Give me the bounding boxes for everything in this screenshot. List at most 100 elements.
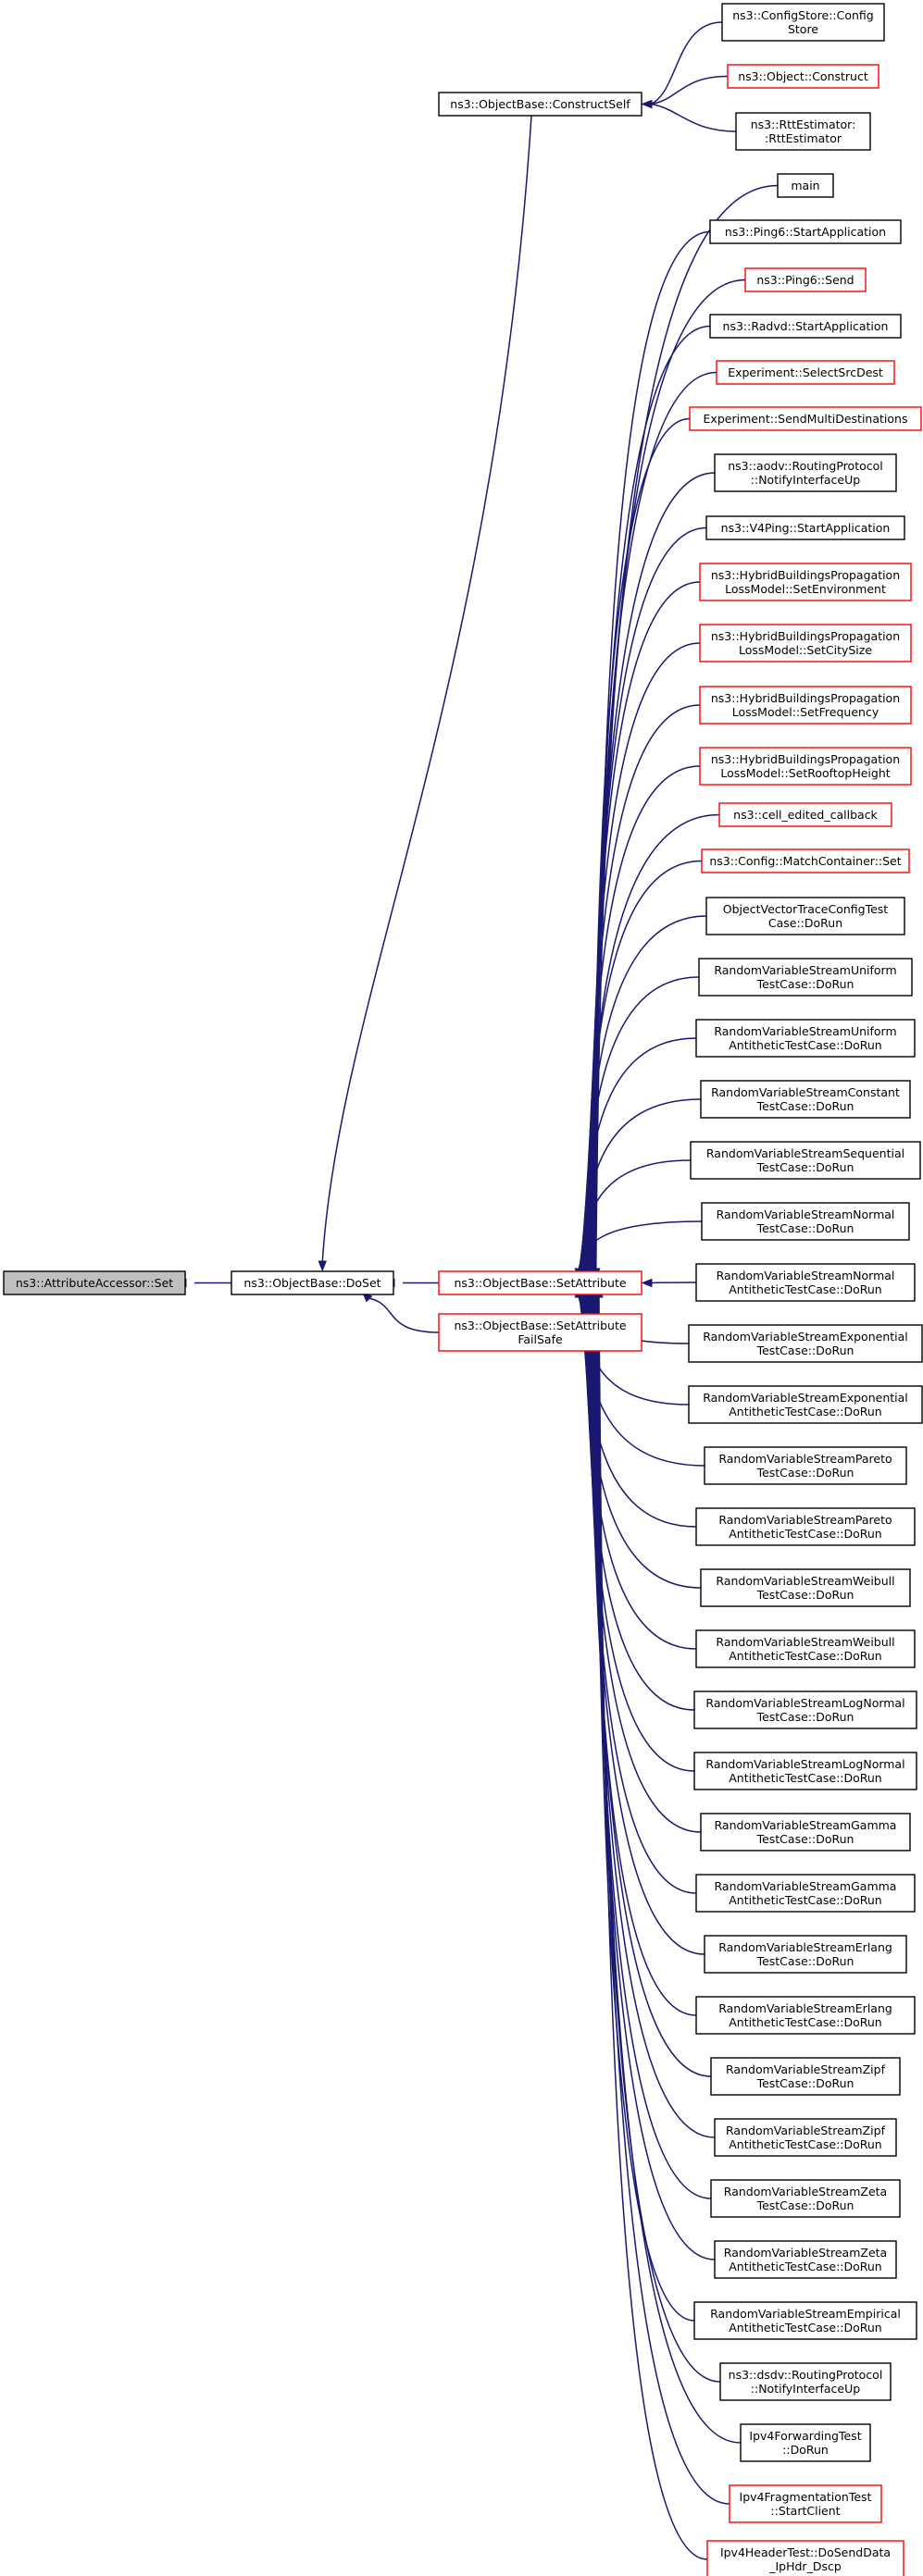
node-ns3-ping6-send[interactable]: ns3::Ping6::Send bbox=[744, 267, 867, 292]
node-label-line: RandomVariableStreamWeibull bbox=[716, 1635, 894, 1649]
node-ns3-radvd-startapplication[interactable]: ns3::Radvd::StartApplication bbox=[709, 314, 902, 339]
node-box bbox=[704, 1935, 907, 1974]
node-ns3-hybridbuildingspropagation-lossmodel-setrooftopheight[interactable]: ns3::HybridBuildingsPropagationLossModel… bbox=[699, 747, 912, 786]
node-ns3-aodv-routingprotocol-notifyinterfaceup[interactable]: ns3::aodv::RoutingProtocol::NotifyInterf… bbox=[714, 453, 897, 492]
node-label-line: AntitheticTestCase::DoRun bbox=[729, 2137, 881, 2151]
node-ns3-cell-edited-callback[interactable]: ns3::cell_edited_callback bbox=[718, 802, 892, 827]
node-ns3-objectbase-constructself[interactable]: ns3::ObjectBase::ConstructSelf bbox=[438, 92, 642, 117]
node-label-line: ns3::Ping6::StartApplication bbox=[725, 225, 886, 239]
node-label-line: ns3::AttributeAccessor::Set bbox=[16, 1276, 173, 1290]
node-box bbox=[777, 173, 834, 198]
call-edge-c18-to-setattribute bbox=[579, 1159, 692, 1270]
node-ns3-objectbase-setattribute[interactable]: ns3::ObjectBase::SetAttribute bbox=[438, 1270, 642, 1295]
node-box bbox=[688, 1324, 923, 1363]
node-ns3-objectbase-doset[interactable]: ns3::ObjectBase::DoSet bbox=[231, 1270, 394, 1295]
node-randomvariablestreamzipf-antithetictestcase-dorun[interactable]: RandomVariableStreamZipfAntitheticTestCa… bbox=[714, 2118, 897, 2157]
node-randomvariablestreamuniform-antithetictestcase-dorun[interactable]: RandomVariableStreamUniformAntitheticTes… bbox=[695, 1019, 916, 1058]
node-randomvariablestreamlognormal-antithetictestcase-dorun[interactable]: RandomVariableStreamLogNormalAntitheticT… bbox=[693, 1752, 917, 1790]
node-label-line: LossModel::SetFrequency bbox=[732, 705, 879, 719]
node-randomvariablestreamexponential-testcase-dorun[interactable]: RandomVariableStreamExponentialTestCase:… bbox=[688, 1324, 923, 1363]
node-label-line: RandomVariableStreamExponential bbox=[703, 1391, 908, 1405]
node-randomvariablestreamempirical-antithetictestcase-dorun[interactable]: RandomVariableStreamEmpiricalAntitheticT… bbox=[693, 2301, 917, 2340]
node-ns3-object-construct[interactable]: ns3::Object::Construct bbox=[727, 64, 879, 89]
node-label-line: FailSafe bbox=[518, 1332, 563, 1346]
node-ns3-ping6-startapplication[interactable]: ns3::Ping6::StartApplication bbox=[709, 219, 902, 244]
node-label-line: AntitheticTestCase::DoRun bbox=[729, 1771, 881, 1785]
node-randomvariablestreamconstant-testcase-dorun[interactable]: RandomVariableStreamConstantTestCase::Do… bbox=[700, 1080, 911, 1119]
node-randomvariablestreamlognormal-testcase-dorun[interactable]: RandomVariableStreamLogNormalTestCase::D… bbox=[693, 1690, 917, 1729]
node-box bbox=[700, 1568, 911, 1607]
node-ns3-dsdv-routingprotocol-notifyinterfaceup[interactable]: ns3::dsdv::RoutingProtocol::NotifyInterf… bbox=[719, 2362, 892, 2401]
node-randomvariablestreamerlang-testcase-dorun[interactable]: RandomVariableStreamErlangTestCase::DoRu… bbox=[704, 1935, 907, 1974]
node-label-line: main bbox=[791, 179, 819, 192]
node-randomvariablestreamuniform-testcase-dorun[interactable]: RandomVariableStreamUniformTestCase::DoR… bbox=[698, 958, 913, 997]
node-randomvariablestreampareto-antithetictestcase-dorun[interactable]: RandomVariableStreamParetoAntitheticTest… bbox=[695, 1507, 916, 1546]
node-label-line: AntitheticTestCase::DoRun bbox=[729, 1038, 881, 1052]
node-main[interactable]: main bbox=[777, 173, 834, 198]
node-label-line: ns3::HybridBuildingsPropagation bbox=[711, 752, 900, 766]
node-randomvariablestreampareto-testcase-dorun[interactable]: RandomVariableStreamParetoTestCase::DoRu… bbox=[704, 1446, 907, 1485]
node-box bbox=[700, 1813, 911, 1852]
node-ns3-hybridbuildingspropagation-lossmodel-setenvironment[interactable]: ns3::HybridBuildingsPropagationLossModel… bbox=[699, 563, 912, 601]
node-label-line: RandomVariableStreamLogNormal bbox=[705, 1757, 904, 1771]
node-ns3-v4ping-startapplication[interactable]: ns3::V4Ping::StartApplication bbox=[705, 515, 905, 540]
node-randomvariablestreamnormal-testcase-dorun[interactable]: RandomVariableStreamNormalTestCase::DoRu… bbox=[701, 1202, 910, 1241]
call-edge-c34-to-setattribute bbox=[591, 1295, 716, 2138]
node-experiment-sendmultidestinations[interactable]: Experiment::SendMultiDestinations bbox=[689, 406, 922, 431]
node-randomvariablestreamgamma-antithetictestcase-dorun[interactable]: RandomVariableStreamGammaAntitheticTestC… bbox=[695, 1874, 916, 1913]
call-edge-c32-to-setattribute bbox=[589, 1295, 697, 2016]
node-label-line: AntitheticTestCase::DoRun bbox=[729, 1282, 881, 1296]
node-label-line: LossModel::SetEnvironment bbox=[725, 582, 886, 596]
node-ipv4fragmentationtest-startclient[interactable]: Ipv4FragmentationTest::StartClient bbox=[729, 2484, 882, 2523]
node-label-line: RandomVariableStreamPareto bbox=[718, 1513, 892, 1527]
node-box bbox=[719, 2362, 892, 2401]
node-ns3-hybridbuildingspropagation-lossmodel-setfrequency[interactable]: ns3::HybridBuildingsPropagationLossModel… bbox=[699, 686, 912, 724]
node-randomvariablestreamzeta-antithetictestcase-dorun[interactable]: RandomVariableStreamZetaAntitheticTestCa… bbox=[714, 2240, 897, 2279]
node-box bbox=[714, 2118, 897, 2157]
node-label-line: AntitheticTestCase::DoRun bbox=[729, 2015, 881, 2029]
call-edge-c35-to-setattribute bbox=[592, 1295, 712, 2199]
call-edge-objectconstruct-to-constructself bbox=[650, 75, 729, 105]
node-box bbox=[699, 686, 912, 724]
node-experiment-selectsrcdest[interactable]: Experiment::SelectSrcDest bbox=[716, 360, 895, 385]
node-randomvariablestreamexponential-antithetictestcase-dorun[interactable]: RandomVariableStreamExponentialAntitheti… bbox=[688, 1385, 923, 1424]
node-label-line: TestCase::DoRun bbox=[756, 1221, 854, 1235]
node-ipv4forwardingtest-dorun[interactable]: Ipv4ForwardingTest::DoRun bbox=[740, 2423, 871, 2462]
node-label-line: TestCase::DoRun bbox=[756, 1099, 854, 1113]
node-randomvariablestreamnormal-antithetictestcase-dorun[interactable]: RandomVariableStreamNormalAntitheticTest… bbox=[695, 1263, 916, 1302]
node-label-line: TestCase::DoRun bbox=[756, 2198, 854, 2212]
node-randomvariablestreamerlang-antithetictestcase-dorun[interactable]: RandomVariableStreamErlangAntitheticTest… bbox=[695, 1996, 916, 2035]
node-box bbox=[701, 848, 910, 873]
call-edge-configstore-to-constructself bbox=[650, 21, 723, 105]
node-box bbox=[704, 1446, 907, 1485]
node-label-line: TestCase::DoRun bbox=[756, 1160, 854, 1174]
node-box bbox=[438, 1270, 642, 1295]
node-ns3-hybridbuildingspropagation-lossmodel-setcitysize[interactable]: ns3::HybridBuildingsPropagationLossModel… bbox=[699, 624, 912, 663]
node-label-line: RandomVariableStreamEmpirical bbox=[710, 2307, 901, 2321]
node-ipv4headertest-dosenddata-iphdr-dscp[interactable]: Ipv4HeaderTest::DoSendData_IpHdr_Dscp bbox=[706, 2540, 904, 2576]
node-label-line: ns3::cell_edited_callback bbox=[733, 808, 878, 822]
node-box bbox=[735, 112, 871, 151]
node-box bbox=[729, 2484, 882, 2523]
node-label-line: RandomVariableStreamErlang bbox=[718, 1940, 892, 1954]
node-label-line: RandomVariableStreamGamma bbox=[715, 1879, 897, 1893]
node-box bbox=[699, 747, 912, 786]
node-ns3-configstore-config-store[interactable]: ns3::ConfigStore::ConfigStore bbox=[721, 3, 885, 42]
node-randomvariablestreamweibull-antithetictestcase-dorun[interactable]: RandomVariableStreamWeibullAntitheticTes… bbox=[695, 1629, 916, 1668]
node-randomvariablestreamweibull-testcase-dorun[interactable]: RandomVariableStreamWeibullTestCase::DoR… bbox=[700, 1568, 911, 1607]
node-label-line: TestCase::DoRun bbox=[756, 1344, 854, 1357]
node-label-line: Experiment::SelectSrcDest bbox=[728, 365, 883, 379]
node-randomvariablestreamsequential-testcase-dorun[interactable]: RandomVariableStreamSequentialTestCase::… bbox=[690, 1141, 921, 1180]
node-label-line: Store bbox=[788, 22, 818, 36]
node-label-line: Experiment::SendMultiDestinations bbox=[704, 412, 908, 426]
node-ns3-rttestimator-rttestimator[interactable]: ns3::RttEstimator::RttEstimator bbox=[735, 112, 871, 151]
node-label-line: ns3::aodv::RoutingProtocol bbox=[728, 459, 883, 473]
node-ns3-config-matchcontainer-set[interactable]: ns3::Config::MatchContainer::Set bbox=[701, 848, 910, 873]
